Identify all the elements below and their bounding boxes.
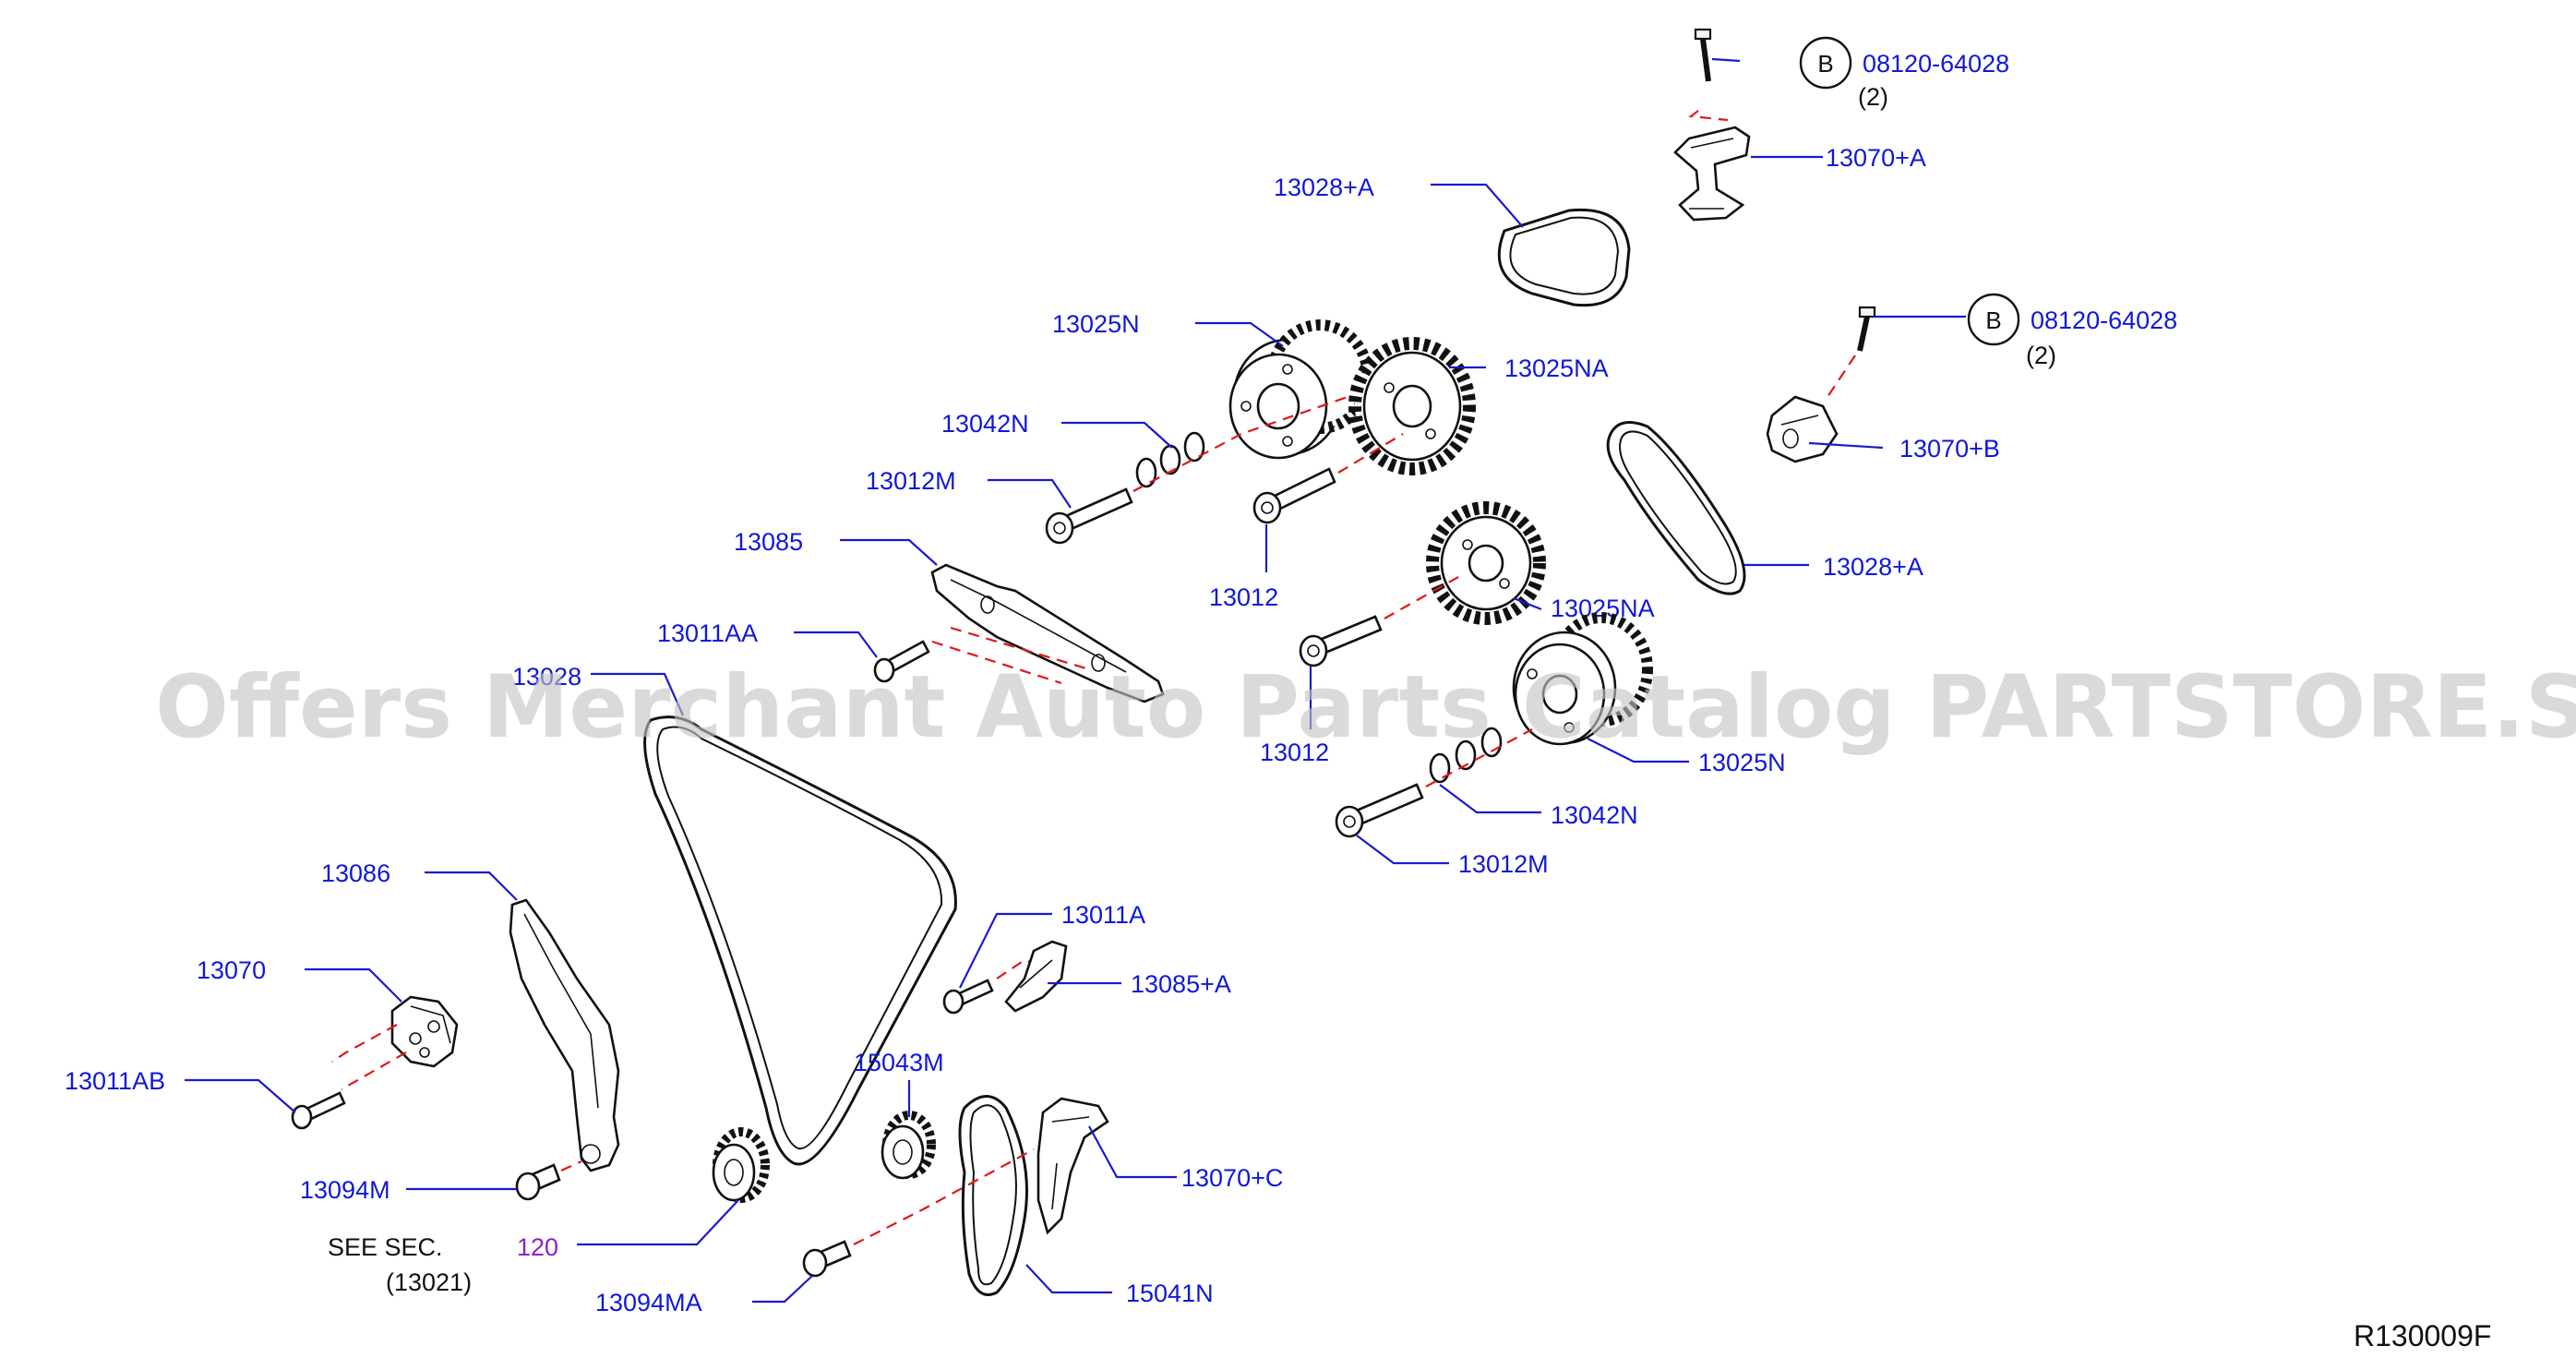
cam-bolt-13012m-top <box>1045 487 1133 545</box>
label-15043m[interactable]: 15043M <box>854 1049 944 1076</box>
callout-b-top: B <box>1799 36 1852 90</box>
bolt-13011aa <box>873 640 930 683</box>
crank-sprocket <box>712 1127 770 1203</box>
cam-chain-13028a-top <box>1497 208 1631 307</box>
label-13070c[interactable]: 13070+C <box>1181 1164 1283 1192</box>
pin-13094m <box>515 1163 561 1201</box>
tensioner-13070 <box>390 995 459 1068</box>
watermark: Offers Merchant Auto Parts Catalog PARTS… <box>155 657 2576 758</box>
label-13094ma[interactable]: 13094MA <box>595 1289 702 1316</box>
chain-guide-13085 <box>930 563 1165 703</box>
label-13012m-bot[interactable]: 13012M <box>1458 850 1549 878</box>
bolt-08120-64028-top <box>1694 28 1712 82</box>
cam-chain-13028a-right <box>1606 421 1746 595</box>
cam-bolt-13012-top <box>1252 467 1336 524</box>
label-13028[interactable]: 13028 <box>512 663 581 691</box>
tensioner-13070c <box>1036 1097 1109 1235</box>
label-13012-mid[interactable]: 13012 <box>1260 739 1329 766</box>
o-rings-13042n-top <box>1135 431 1205 488</box>
bolt-13011a <box>942 979 994 1015</box>
chain-guide-13085a <box>1004 940 1068 1013</box>
callout-b-right: B <box>1967 293 2020 346</box>
label-13028a-right[interactable]: 13028+A <box>1823 553 1923 581</box>
qty-08120-64028-right: (2) <box>2026 342 2056 369</box>
cam-sprocket-13025n-bot <box>1512 612 1653 746</box>
label-13042n-bot[interactable]: 13042N <box>1551 801 1638 829</box>
svg-text:B: B <box>1985 306 2001 334</box>
see-section-number: (13021) <box>386 1268 472 1296</box>
svg-text:B: B <box>1817 50 1833 78</box>
cam-sprocket-13025na-mid <box>1426 501 1546 625</box>
cam-sprocket-13025na-top <box>1348 337 1476 475</box>
label-13085[interactable]: 13085 <box>734 528 803 556</box>
label-13028a-top[interactable]: 13028+A <box>1274 174 1374 201</box>
label-13086[interactable]: 13086 <box>321 859 390 887</box>
label-13085a[interactable]: 13085+A <box>1131 970 1231 998</box>
label-13011ab[interactable]: 13011AB <box>65 1067 165 1095</box>
label-13070[interactable]: 13070 <box>197 956 266 984</box>
bolt-08120-64028-right <box>1857 306 1876 352</box>
label-13025n-bot[interactable]: 13025N <box>1698 749 1786 776</box>
label-13025na-top[interactable]: 13025NA <box>1504 355 1609 382</box>
bolt-13011ab <box>291 1091 346 1130</box>
label-13070b[interactable]: 13070+B <box>1899 435 2000 463</box>
label-13012-top[interactable]: 13012 <box>1209 583 1278 611</box>
cam-bolt-13012-mid <box>1299 615 1383 667</box>
label-13094m[interactable]: 13094M <box>300 1176 390 1204</box>
label-13011a[interactable]: 13011A <box>1061 901 1145 929</box>
label-15041n[interactable]: 15041N <box>1126 1280 1214 1307</box>
label-13042n-top[interactable]: 13042N <box>941 410 1029 438</box>
chain-guide-13070a <box>1673 126 1751 222</box>
label-13011aa[interactable]: 13011AA <box>657 619 758 647</box>
see-section-text: SEE SEC. <box>328 1233 443 1261</box>
qty-08120-64028-top: (2) <box>1858 83 1888 111</box>
label-13070a[interactable]: 13070+A <box>1826 144 1926 172</box>
cam-bolt-13012m-bot <box>1335 783 1424 838</box>
o-rings-13042n-bot <box>1429 727 1503 784</box>
chain-guide-13070b <box>1766 395 1839 463</box>
timing-chain-13028 <box>643 715 957 1166</box>
label-13025n-top[interactable]: 13025N <box>1052 310 1140 338</box>
label-08120-64028-right[interactable]: 08120-64028 <box>2031 306 2177 334</box>
diagram-code: R130009F <box>2354 1319 2491 1352</box>
label-13012m-top[interactable]: 13012M <box>866 467 956 495</box>
cam-sprocket-13025n-top <box>1228 319 1373 460</box>
chain-15041n <box>958 1095 1028 1296</box>
section-link-120[interactable]: 120 <box>517 1233 558 1261</box>
sprocket-15043m <box>881 1111 936 1180</box>
pin-13094ma <box>802 1240 852 1278</box>
chain-guide-13086 <box>509 898 620 1172</box>
label-08120-64028-top[interactable]: 08120-64028 <box>1863 50 2009 78</box>
